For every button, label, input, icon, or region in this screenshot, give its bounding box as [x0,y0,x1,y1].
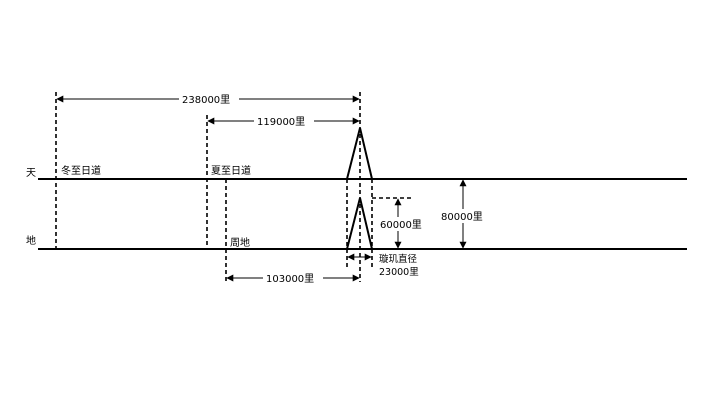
heaven-label: 天 [26,168,36,179]
zhou-di-label: 周地 [230,236,250,249]
earth-label: 地 [26,234,36,247]
label-bg-103000 [263,271,323,285]
winter-solstice-label: 冬至日道 [61,164,101,177]
distance-119000-label: 119000里 [257,116,305,128]
xuanji-value-label: 23000里 [379,267,419,278]
label-bg-80000 [439,209,487,223]
label-bg-119000 [254,114,314,128]
earth-peak [346,197,373,250]
summer-solstice-label: 夏至日道 [211,164,251,177]
distance-103000-label: 103000里 [266,273,314,285]
distance-238000-label: 238000里 [182,94,230,106]
height-60000-label: 60000里 [380,219,422,231]
label-bg-238000 [179,92,239,106]
xuanji-diameter-label: 璇玑直径 [379,253,418,265]
height-80000-label: 80000里 [441,211,483,223]
heaven-peak [346,127,373,180]
label-bg-60000 [379,217,421,231]
